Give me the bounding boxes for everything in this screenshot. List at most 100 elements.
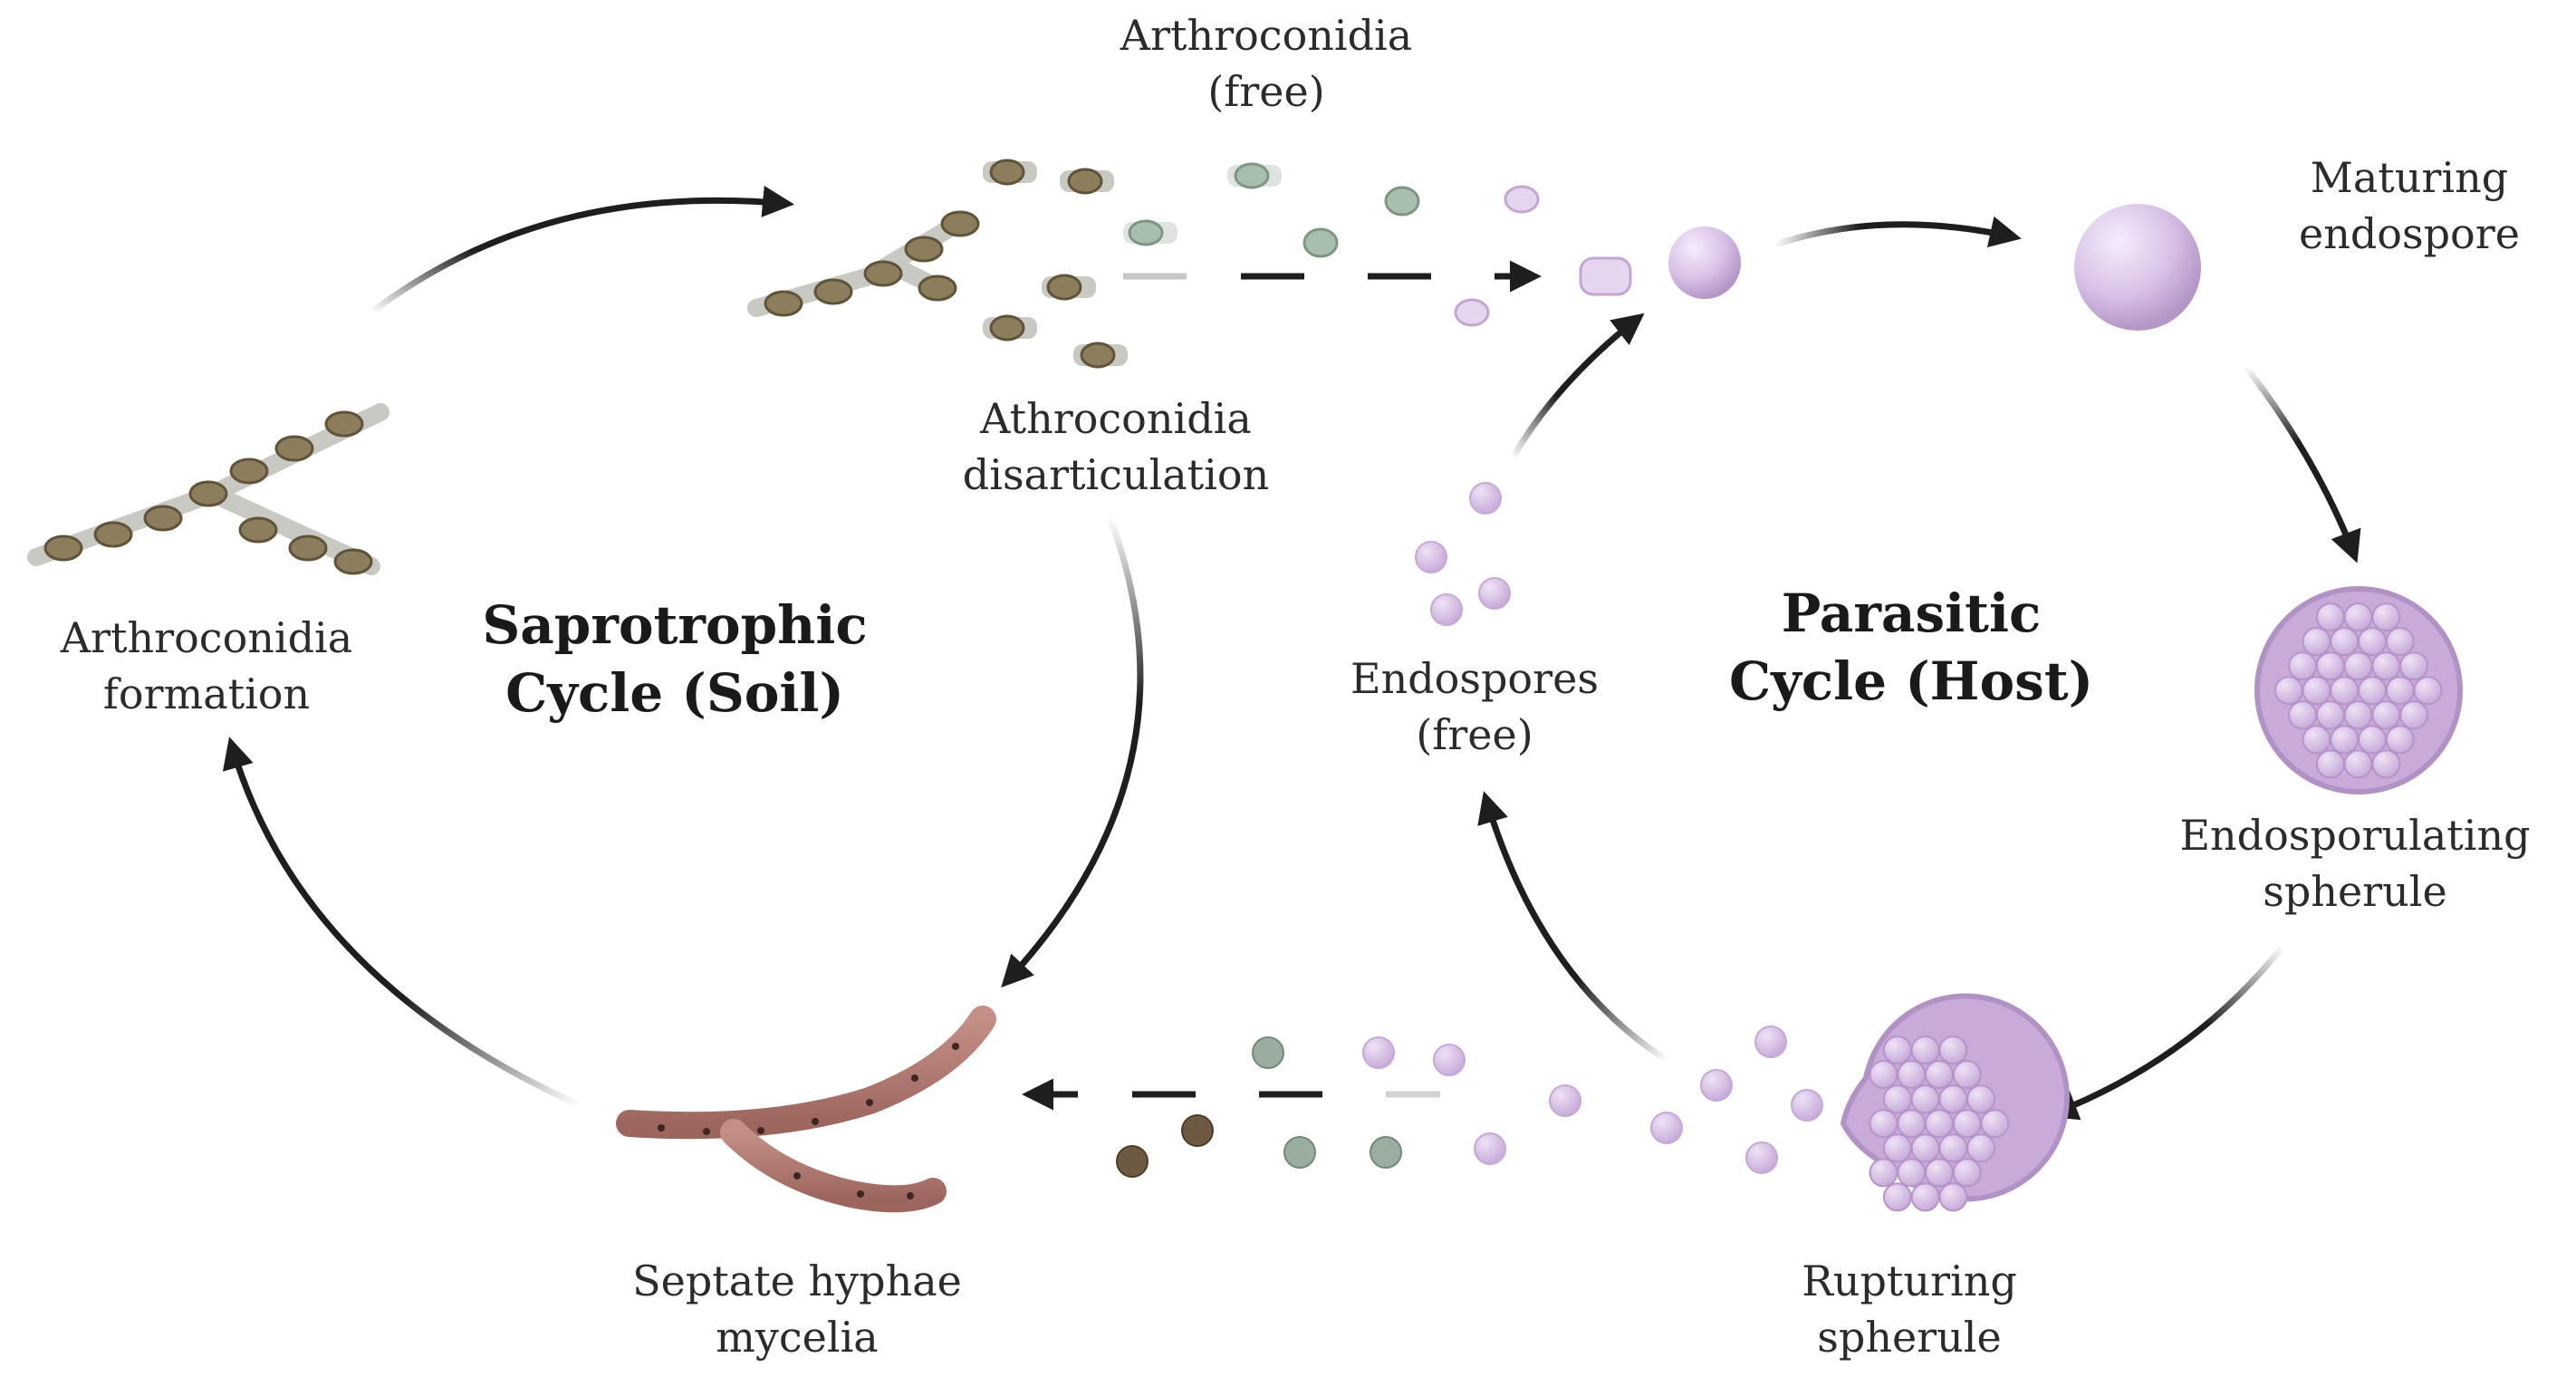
endospore-dot [2371, 651, 2401, 681]
endospore-dot [1910, 1035, 1940, 1065]
endospore-dot [2288, 700, 2318, 730]
svg-text:spherule: spherule [2263, 867, 2446, 916]
arrow-formation-to-disarticulation [369, 186, 794, 315]
endospore-dot [2371, 749, 2401, 779]
arrow-disarticulation-to-hyphae [1001, 515, 1144, 988]
endospore-dot [2413, 676, 2443, 706]
arrow-endospore-to-maturing [1773, 216, 2022, 248]
maturing-endospore-illustration [2074, 204, 2201, 331]
free-arthroconidia [983, 159, 1632, 369]
svg-text:Cycle (Host): Cycle (Host) [1729, 650, 2093, 712]
endospore-dot [2315, 700, 2345, 730]
endospore-dot [2358, 627, 2387, 657]
endospore-dot [2371, 700, 2401, 730]
svg-text:(free): (free) [1416, 710, 1533, 759]
endospore-dot [2302, 676, 2331, 706]
rupturing-spherule-illustration [1840, 993, 2070, 1212]
endospore-dot [2288, 651, 2318, 681]
endospore-dot [2385, 676, 2415, 706]
svg-text:Athroconidia: Athroconidia [979, 394, 1252, 443]
arrow-endospores-to-endospore [1509, 313, 1645, 459]
endospore-dot [2358, 725, 2387, 755]
arthroconidia-disarticulation-illustration [747, 159, 1632, 369]
svg-text:Arthroconidia: Arthroconidia [1120, 11, 1412, 60]
endospore-dot [1869, 1060, 1898, 1090]
endospore-dot [2358, 676, 2387, 706]
endospore-dot [1938, 1182, 1968, 1212]
endospore-dot [1966, 1133, 1996, 1163]
label-maturing-endospore: Maturing endospore [2299, 153, 2520, 258]
arrow-hyphae-to-formation [222, 737, 582, 1109]
endospore-dot [2330, 725, 2360, 755]
endospore-dot [2302, 725, 2331, 755]
endospore-dot [1925, 1060, 1954, 1090]
endospore-dot [1910, 1084, 1940, 1114]
svg-text:Maturing: Maturing [2311, 153, 2508, 202]
endospore-dot [1910, 1133, 1940, 1163]
svg-text:disarticulation: disarticulation [963, 450, 1269, 499]
endospore-dot [1952, 1158, 1982, 1188]
title-saprotrophic-cycle: Saprotrophic Cycle (Soil) [482, 594, 867, 724]
label-arthroconidia-formation: Arthroconidia formation [60, 613, 352, 718]
endospore-dot [1882, 1133, 1912, 1163]
label-endospores-free: Endospores (free) [1350, 654, 1599, 759]
endospore-dot [1897, 1060, 1927, 1090]
svg-text:Rupturing: Rupturing [1802, 1257, 2017, 1305]
germinating-spores [1116, 1036, 1402, 1178]
endospore-dot [2399, 700, 2429, 730]
endospore-dot [2315, 602, 2345, 632]
svg-text:Arthroconidia: Arthroconidia [60, 613, 352, 662]
endospore-dot [2343, 651, 2373, 681]
svg-text:Cycle (Soil): Cycle (Soil) [505, 662, 844, 724]
endospore-dot [2385, 627, 2415, 657]
svg-text:Saprotrophic: Saprotrophic [482, 594, 867, 656]
endospore-dot [1925, 1158, 1954, 1188]
svg-text:Endospores: Endospores [1350, 654, 1599, 703]
arrow-endosporulating-to-rupturing [2045, 944, 2285, 1121]
title-parasitic-cycle: Parasitic Cycle (Host) [1729, 583, 2093, 712]
endospore-dot [1980, 1109, 2010, 1139]
endospore-dot [1938, 1133, 1968, 1163]
endospore-dot [2315, 651, 2345, 681]
endospore-dot [1938, 1035, 1968, 1065]
arrow-rupturing-to-endospores [1477, 791, 1668, 1063]
endospore-dot [1938, 1084, 1968, 1114]
endospore-dot [1897, 1158, 1927, 1188]
svg-text:(free): (free) [1207, 67, 1324, 116]
label-septate-hyphae: Septate hyphae mycelia [632, 1257, 962, 1362]
septate-hyphae-illustration [616, 1006, 996, 1213]
endospore-dot [1869, 1109, 1898, 1139]
svg-text:spherule: spherule [1817, 1313, 2001, 1362]
endospore-dot [2302, 627, 2331, 657]
svg-text:Septate hyphae: Septate hyphae [632, 1257, 962, 1305]
endospore-dot [1869, 1158, 1898, 1188]
endospore-dot [1882, 1182, 1912, 1212]
svg-text:Endosporulating: Endosporulating [2179, 811, 2530, 860]
svg-text:formation: formation [103, 669, 310, 718]
free-endospores [1415, 482, 1511, 626]
endospore-dot [1882, 1035, 1912, 1065]
endospore-dot [2343, 700, 2373, 730]
endospore-dot [2343, 602, 2373, 632]
endospore-dot [1897, 1109, 1927, 1139]
endospore-dot [1882, 1084, 1912, 1114]
svg-text:mycelia: mycelia [716, 1313, 878, 1362]
endospore-dot [2315, 749, 2345, 779]
endospore-dot [1910, 1182, 1940, 1212]
label-athroconidia-disarticulation: Athroconidia disarticulation [963, 394, 1269, 499]
endosporulating-spherule-illustration [2254, 586, 2463, 794]
endospore-dot [2371, 602, 2401, 632]
endospore-dot [2343, 749, 2373, 779]
svg-text:Parasitic: Parasitic [1782, 583, 2042, 644]
endospore-dot [1952, 1109, 1982, 1139]
endospore-dot [2330, 627, 2360, 657]
label-endosporulating-spherule: Endosporulating spherule [2179, 811, 2530, 916]
endospore-dot [2330, 676, 2360, 706]
label-arthroconidia-free: Arthroconidia (free) [1120, 11, 1412, 116]
endospore-circle [1668, 226, 1741, 299]
endospore-dot [2399, 651, 2429, 681]
arthroconidia-formation-illustration [27, 403, 389, 575]
released-endospores [1362, 1026, 1823, 1174]
label-rupturing-spherule: Rupturing spherule [1802, 1257, 2017, 1362]
